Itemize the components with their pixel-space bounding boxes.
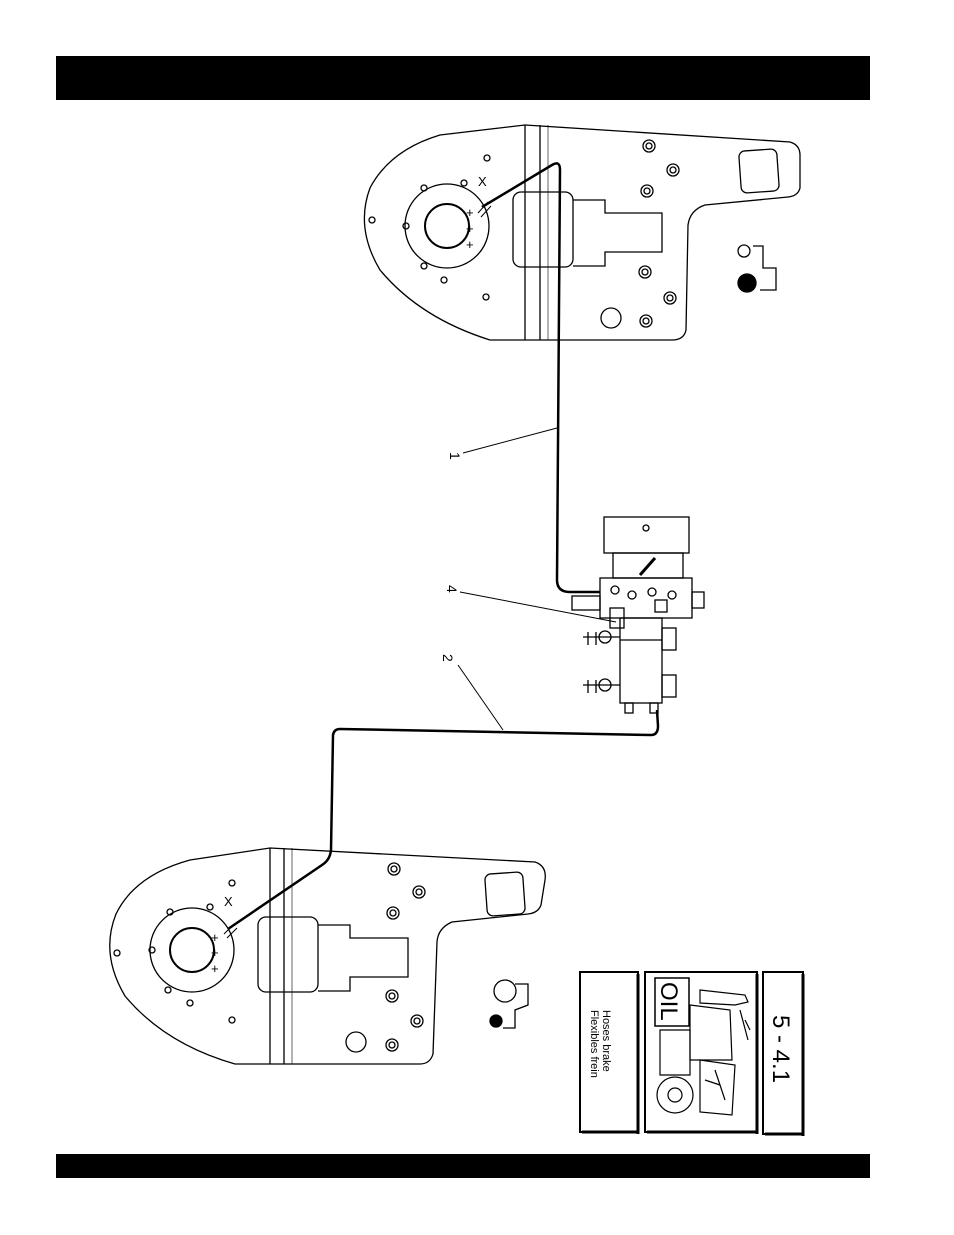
caption-fr: Flexibles frein [588, 1010, 600, 1078]
callout-4: 4 [444, 585, 460, 593]
section-number: 5 - 4.1 [767, 1015, 794, 1083]
lower-x-mark: X [224, 894, 233, 909]
index-card: Hoses brake Flexibles frein OIL 5 - 4.1 [580, 972, 803, 1136]
oil-label: OIL [655, 982, 682, 1021]
upper-plus-mark-2: + [466, 221, 474, 236]
upper-plus-mark-3: + [466, 237, 474, 252]
lower-plus-mark-3: + [211, 961, 219, 976]
lower-plus-mark-2: + [211, 945, 219, 960]
caption-en: Hoses brake [600, 1010, 612, 1072]
callout-2: 2 [440, 654, 456, 662]
upper-x-mark: X [478, 174, 487, 189]
callout-1: 1 [447, 452, 463, 460]
lower-brake-drum [150, 908, 234, 992]
lower-brake-plate [110, 848, 546, 1064]
master-cylinder-assembly [572, 517, 704, 713]
upper-plus-mark-1: + [466, 205, 474, 220]
hose-2 [228, 710, 658, 929]
upper-brake-drum [405, 184, 489, 268]
hose-1 [482, 163, 600, 592]
lower-plus-mark-1: + [211, 930, 219, 945]
upper-brake-plate [364, 125, 800, 340]
